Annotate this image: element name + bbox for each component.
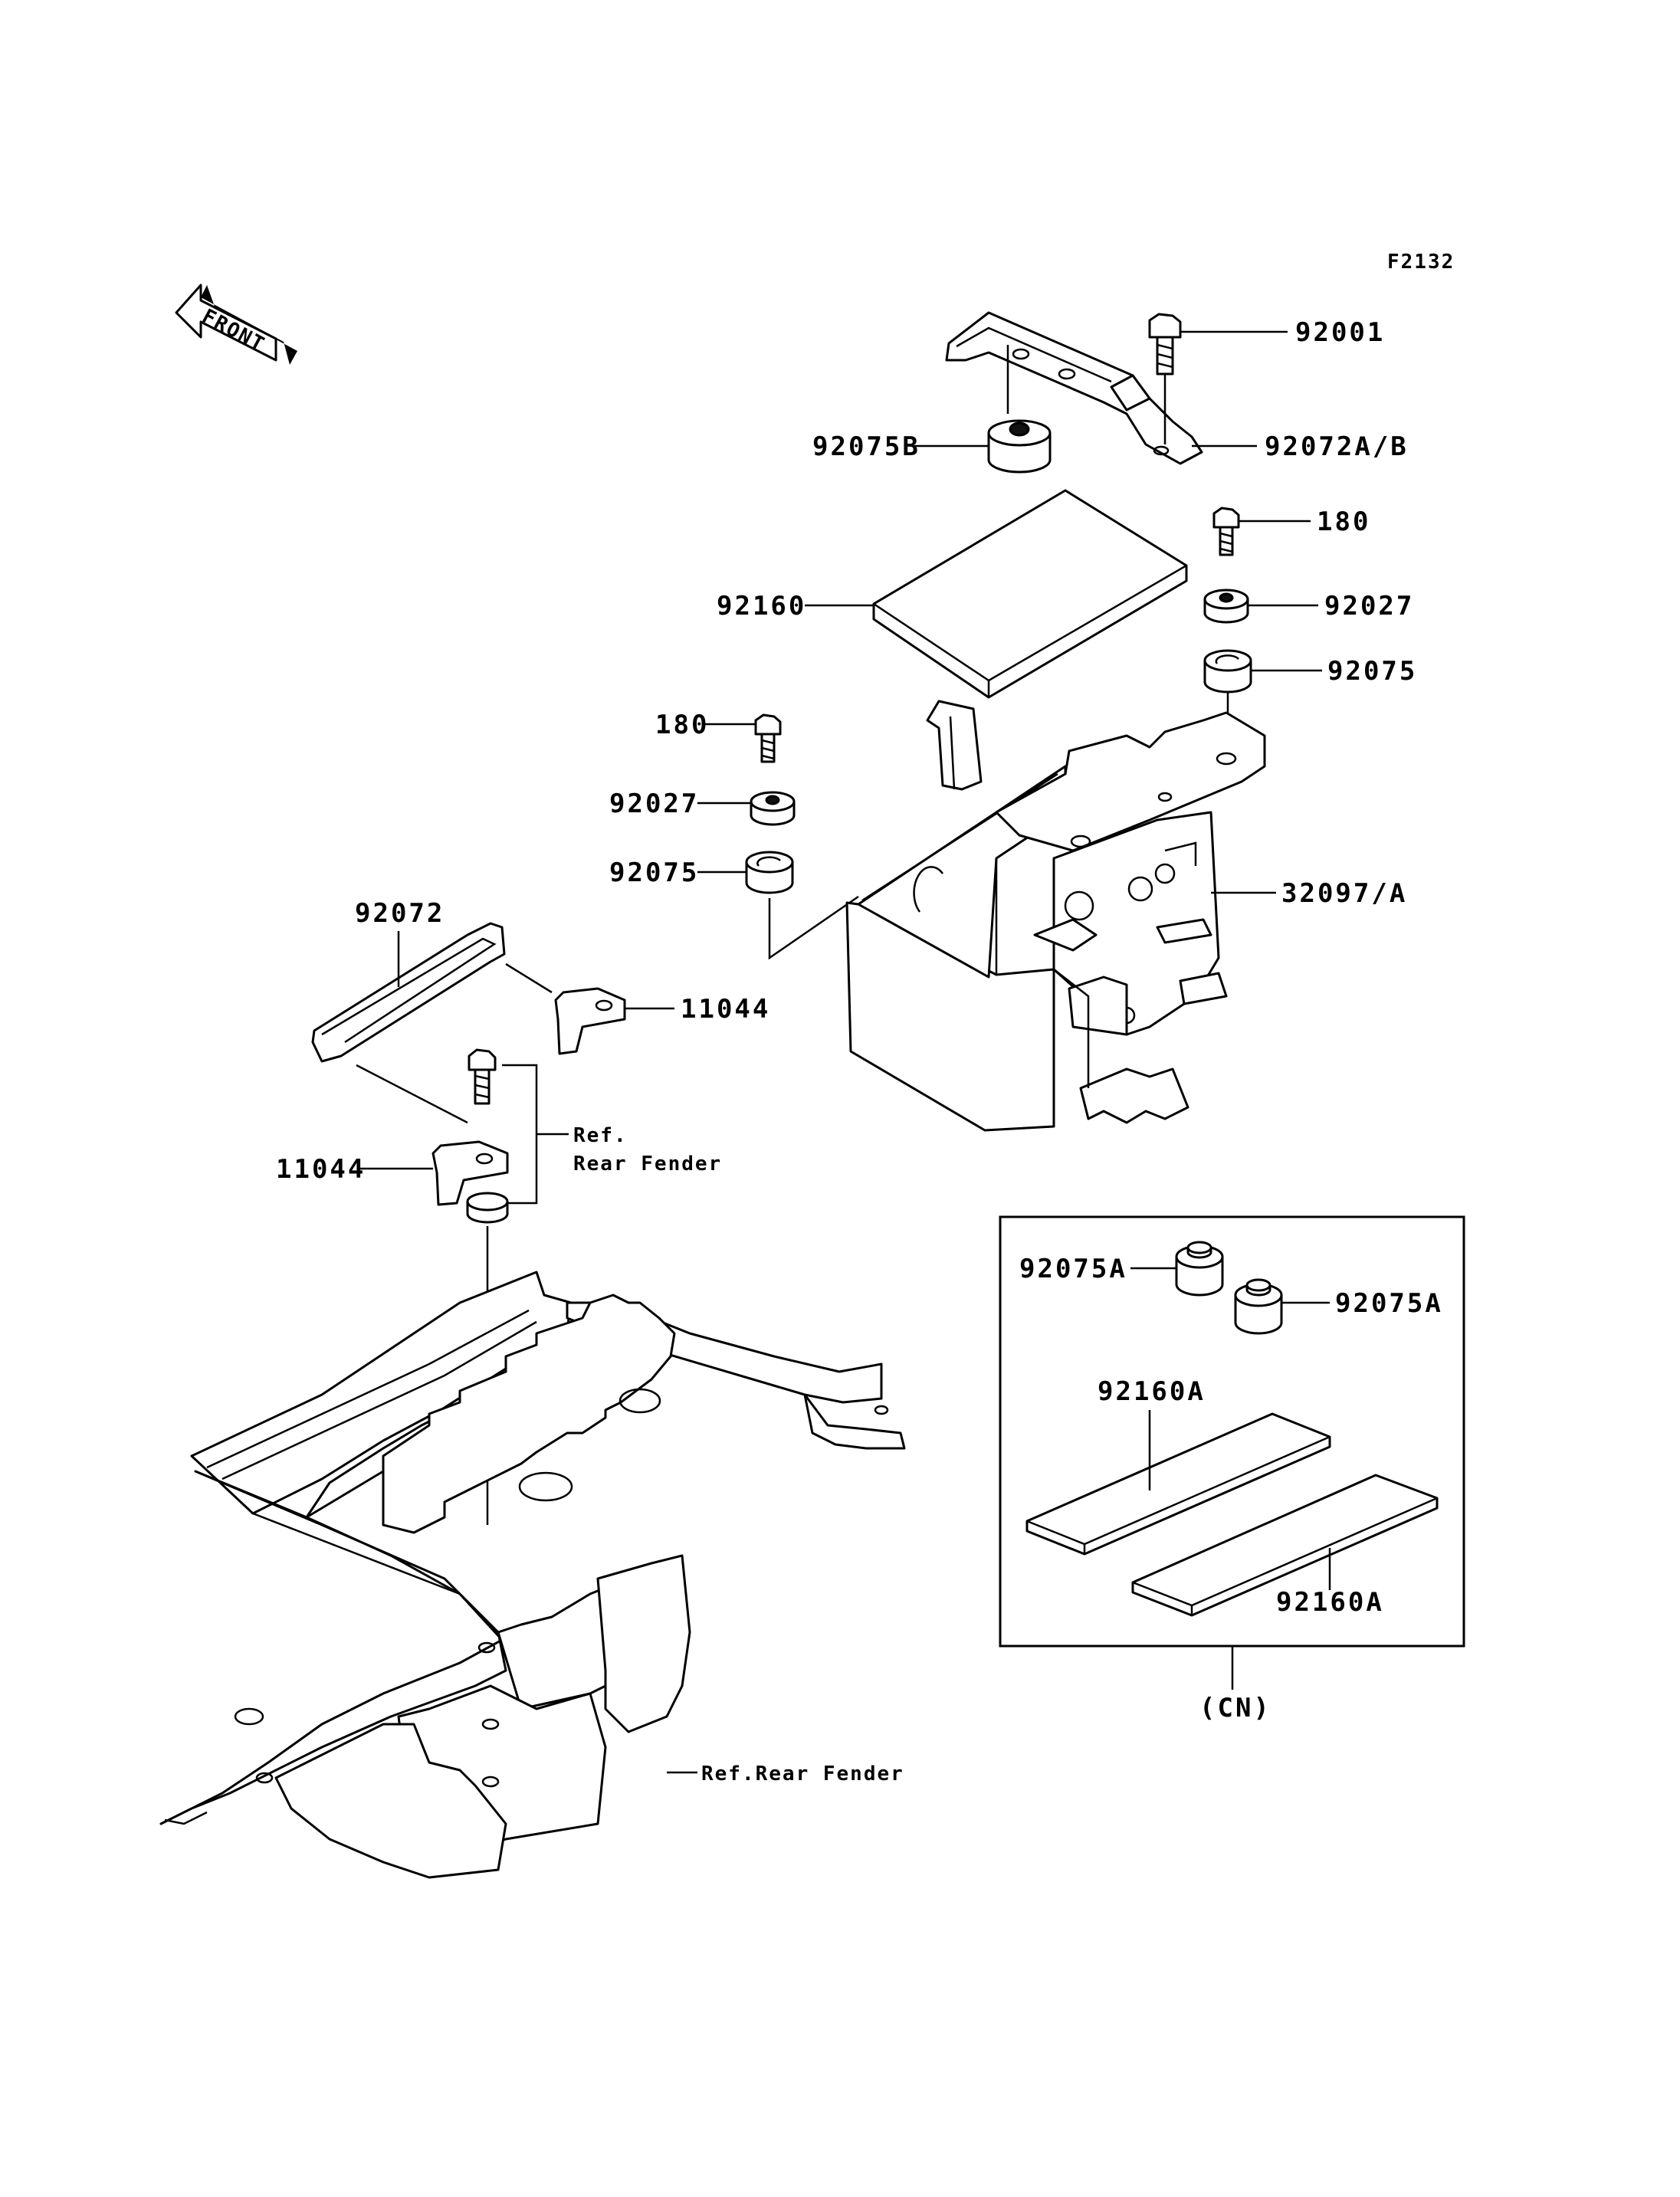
battery-hold-bracket — [945, 311, 1203, 465]
bolt-180-left — [754, 713, 782, 763]
callout-92072: 92072 — [355, 898, 445, 929]
cushion-92075B — [987, 419, 1052, 474]
kit-pad-92160A-bottom — [1131, 1474, 1439, 1617]
callout-92027-left: 92027 — [609, 789, 699, 819]
collar-ref-fender — [466, 1192, 509, 1224]
collar-92027-left — [750, 791, 796, 826]
kit-cushion-92075A-right — [1234, 1278, 1283, 1335]
callout-92027-right: 92027 — [1324, 591, 1414, 621]
bolt-92001 — [1148, 313, 1182, 444]
callout-32097A: 32097/A — [1281, 878, 1407, 909]
bracket-11044-left — [431, 1140, 509, 1206]
ref-fender-line1: Ref. — [573, 1124, 628, 1147]
callout-11044-right: 11044 — [681, 994, 770, 1025]
pad-92160 — [872, 489, 1188, 699]
callout-92075-right: 92075 — [1327, 656, 1417, 687]
front-arrow-label: FRONT — [199, 305, 269, 357]
callout-ref-rear-fender: Ref.Rear Fender — [701, 1763, 904, 1785]
front-arrow-icon: FRONT — [175, 284, 297, 365]
kit-callout-92075A-left: 92075A — [1019, 1254, 1127, 1284]
kit-label-cn: (CN) — [1199, 1693, 1271, 1723]
figure-code: F2132 — [1387, 251, 1455, 274]
callout-92001: 92001 — [1295, 317, 1385, 348]
rear-fender-frame — [159, 1271, 906, 1879]
kit-callout-92160A-bottom: 92160A — [1276, 1587, 1384, 1618]
callout-92075B: 92075B — [812, 431, 920, 462]
callout-92160: 92160 — [717, 591, 806, 621]
battery-case-32097A — [845, 700, 1266, 1132]
callout-11044-left: 11044 — [276, 1154, 366, 1185]
collar-92027-right — [1203, 589, 1249, 624]
bolt-ref-fender — [468, 1048, 497, 1105]
callout-180-right: 180 — [1317, 507, 1370, 537]
grommet-92075-left — [745, 851, 859, 960]
callout-92072AB: 92072A/B — [1265, 431, 1409, 462]
callout-180-left: 180 — [655, 710, 709, 740]
bolt-180-right — [1212, 507, 1240, 556]
grommet-92075-right — [1203, 649, 1252, 759]
kit-box-cn — [999, 1215, 1465, 1690]
kit-cushion-92075A-left — [1175, 1241, 1224, 1297]
kit-callout-92160A-top: 92160A — [1098, 1376, 1206, 1407]
battery-band-92072 — [311, 922, 553, 1124]
kit-pad-92160A-top — [1025, 1412, 1331, 1556]
bracket-11044-right — [554, 987, 626, 1055]
kit-callout-92075A-right: 92075A — [1335, 1288, 1443, 1319]
callout-92075-left: 92075 — [609, 857, 699, 888]
ref-fender-line2: Rear Fender — [573, 1153, 722, 1176]
